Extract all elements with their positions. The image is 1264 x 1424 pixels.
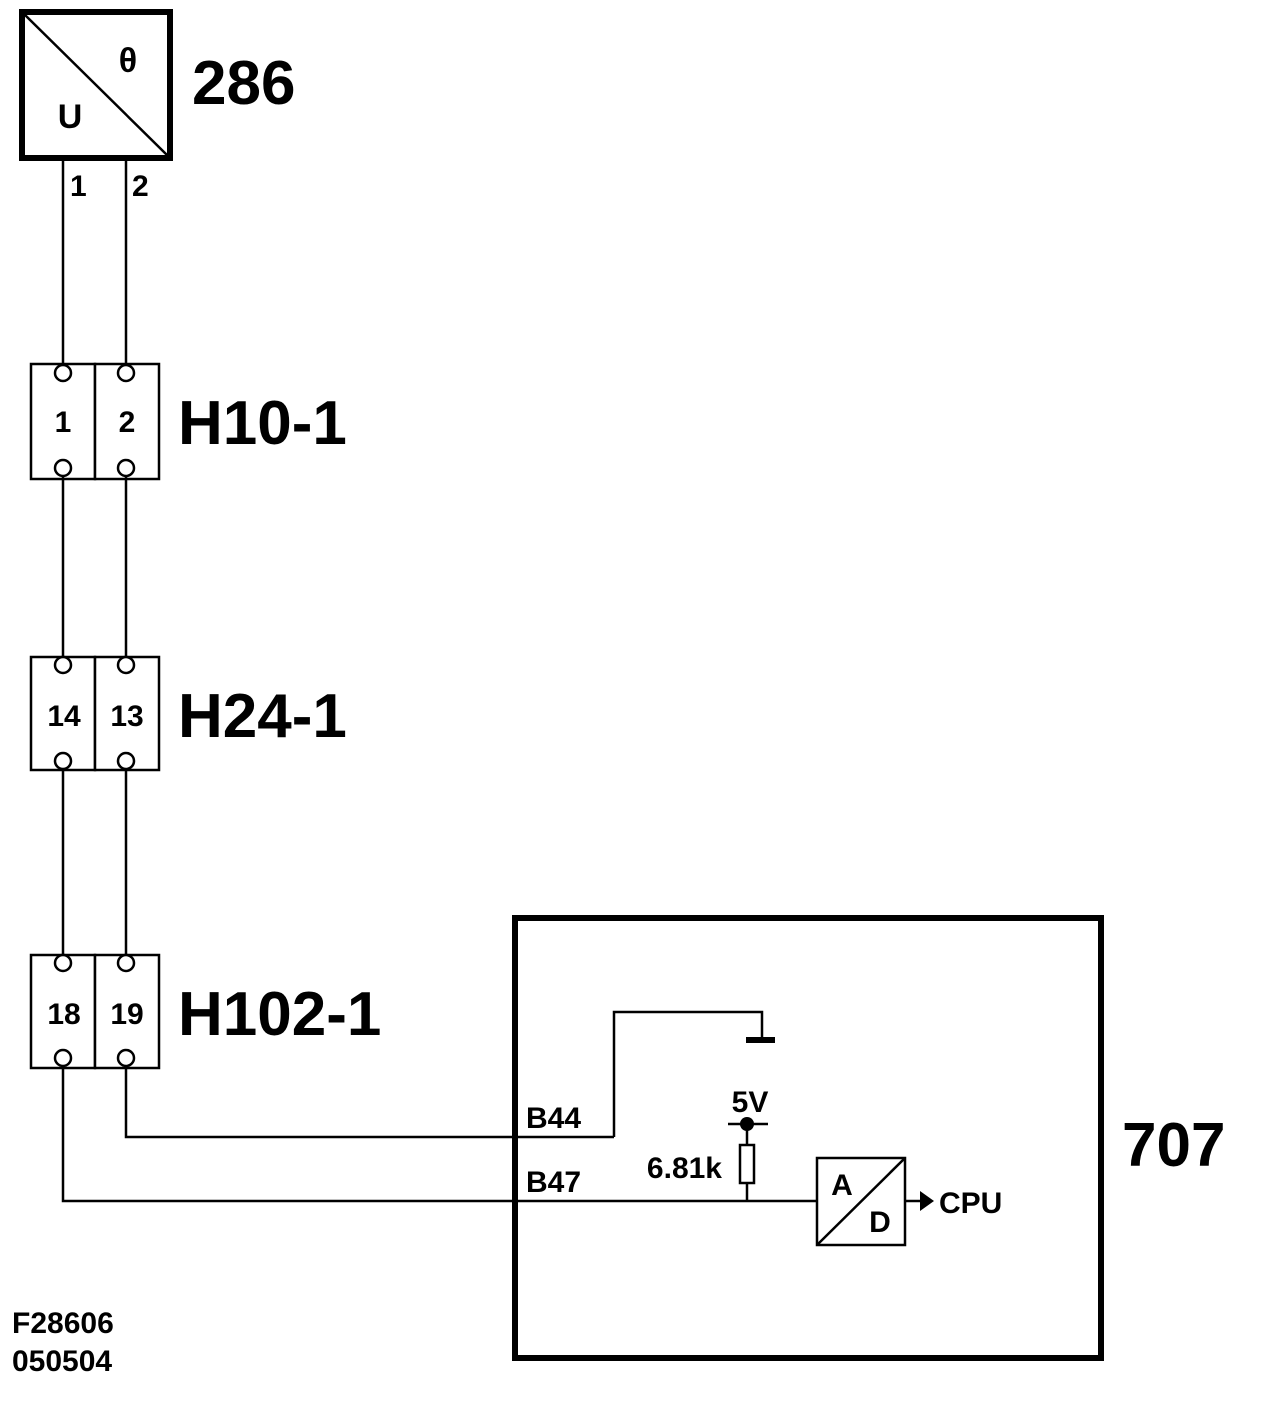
pin-terminal [116,655,136,675]
connector-h10-id-label: H10-1 [178,389,347,458]
ecu-707: 707 B44 B47 5V 6.81k A D CPU [512,915,1225,1361]
pin-terminal [116,458,136,478]
connector-h10-1: 1 2 H10-1 [29,362,347,481]
wire-b44-to-ground [612,1010,764,1137]
adc-label-a: A [831,1169,853,1202]
resistor-icon [738,1143,756,1185]
connector-h102-1: 18 19 H102-1 [29,953,381,1070]
ecu-id-label: 707 [1122,1111,1225,1180]
pin-terminal [116,1048,136,1068]
sensor-286: θ U 286 1 2 [19,9,295,203]
resistor-value-label: 6.81k [647,1152,722,1185]
cpu-output-label: CPU [939,1187,1002,1220]
pin-terminal [53,1048,73,1068]
drawing-number: F28606 [12,1307,114,1340]
ecu-box [512,915,1104,1361]
pin-terminal [116,953,136,973]
sensor-pin1-label: 1 [70,170,87,203]
connector-h102-left-pin: 18 [47,998,80,1031]
connector-h102-id-label: H102-1 [178,980,381,1049]
pin-terminal [116,751,136,771]
connector-h10-left-pin: 1 [55,406,72,439]
supply-voltage-label: 5V [732,1086,769,1119]
sensor-pin2-label: 2 [132,170,149,203]
adc-diagonal [816,1157,906,1246]
connector-h24-right-cell [93,655,161,772]
sensor-symbol-u: U [58,98,83,136]
connector-h24-1: 14 13 H24-1 [29,655,347,772]
pin-terminal [53,751,73,771]
pin-terminal [53,458,73,478]
pin-terminal [53,655,73,675]
ecu-pin-b44-label: B44 [526,1102,581,1135]
connector-h24-id-label: H24-1 [178,682,347,751]
connector-h10-right-pin: 2 [119,406,136,439]
adc-label-d: D [869,1206,891,1239]
sensor-box [19,9,173,161]
date-code: 050504 [12,1345,112,1378]
connector-h102-right-pin: 19 [110,998,143,1031]
connector-h24-left-pin: 14 [47,700,81,733]
pin-terminal [116,363,136,383]
sensor-diagonal [23,13,169,157]
pin-terminal [53,953,73,973]
wire-pin18-to-b47 [61,1066,817,1203]
sensor-id-label: 286 [192,49,295,118]
pin-terminal [53,363,73,383]
sensor-symbol-theta: θ [119,42,137,80]
ecu-pin-b47-label: B47 [526,1166,581,1199]
arrow-right-icon [920,1191,934,1211]
wire-pin19-to-b44 [124,1066,614,1139]
connector-h24-right-pin: 13 [110,700,143,733]
